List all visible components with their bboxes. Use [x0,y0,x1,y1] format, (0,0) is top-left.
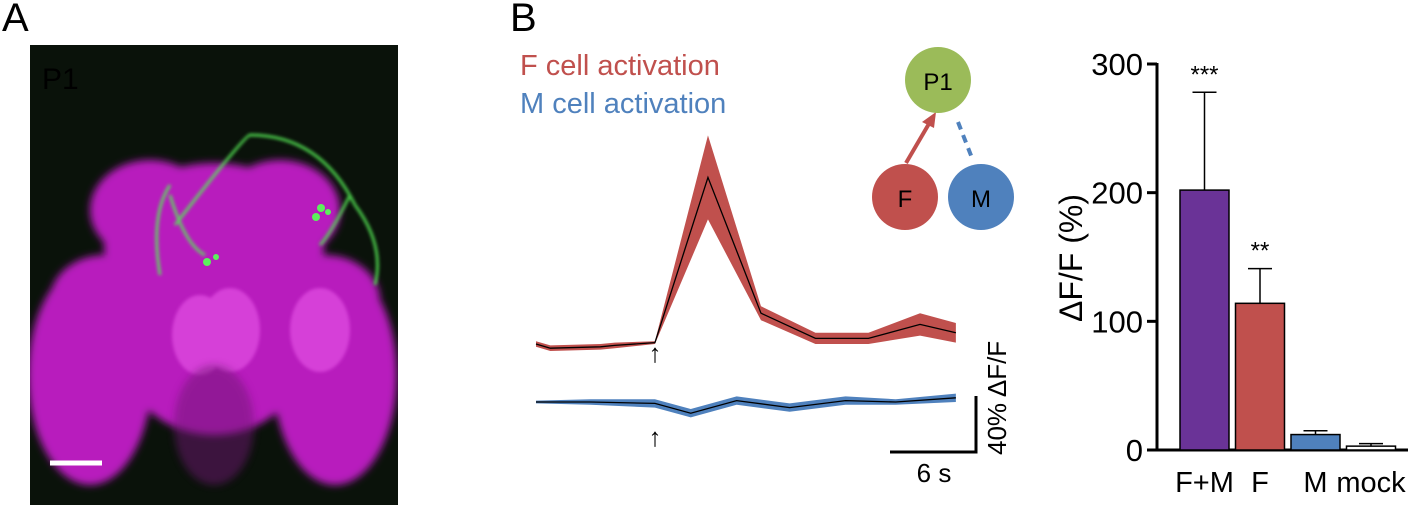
trace-sem-band [536,135,956,351]
stimulus-arrow-m: ↑ [649,422,662,452]
scale-y-label: 40% ΔF/F [982,341,1012,455]
arrowhead-icon [922,112,936,128]
trace-mean-line [535,175,957,349]
legend-m-cell: M cell activation [520,88,727,120]
node-p1 [905,47,971,113]
node-m-label: M [971,186,991,213]
y-tick-label: 200 [1091,176,1143,211]
x-tick-label: F+M [1175,467,1234,499]
brain-micrograph: P1 [28,45,398,505]
micrograph-image [28,133,397,485]
bar-f [1234,302,1286,451]
panel-label-a: A [2,0,29,40]
y-tick-label: 100 [1091,304,1143,339]
scale-x-label: 6 s [917,458,952,488]
bar-mock [1345,445,1397,451]
bar-m [1290,433,1341,451]
x-tick-label: F [1251,467,1269,499]
x-tick-label: M [1303,467,1327,499]
scale-bars [890,396,978,454]
panel-label-b: B [510,0,537,40]
y-tick-label: 300 [1091,47,1143,82]
node-f [872,164,938,230]
stimulus-arrow-f: ↑ [649,338,662,368]
significance-label: ** [1251,238,1270,265]
trace-mean-line [536,397,956,414]
trace-sem-band [536,393,956,418]
node-p1-label: P1 [923,69,952,96]
neuron-somata [203,204,331,266]
y-tick-label: 0 [1126,433,1143,468]
x-tick-label: mock [1336,467,1406,499]
node-f-label: F [898,186,913,213]
legend-f-cell: F cell activation [520,50,720,82]
no-connection-line [956,121,974,159]
node-m [948,164,1014,230]
significance-label: *** [1190,61,1218,88]
bar-f-plus-m [1179,189,1230,451]
bar-y-axis-label: ΔF/F (%) [1053,194,1089,322]
neuron-label: P1 [42,63,79,96]
excitatory-arrow [904,120,932,165]
